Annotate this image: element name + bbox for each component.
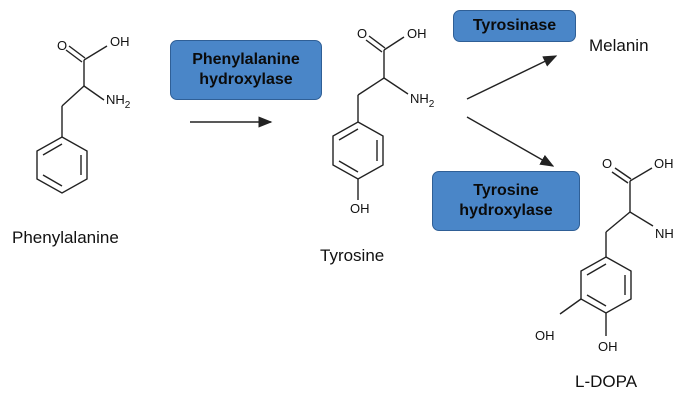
atom-label: NH2 (410, 91, 435, 110)
tyrosine-structure: O OH NH2 OH (332, 26, 435, 216)
bond (83, 45, 108, 61)
bond (614, 167, 632, 180)
bond (383, 77, 409, 95)
bond (611, 171, 629, 184)
bond (586, 294, 607, 307)
bond (338, 160, 359, 173)
bond (629, 167, 653, 182)
bond (42, 143, 63, 156)
l-dopa-structure: O OH NH OH OH (535, 156, 674, 354)
bond (42, 174, 63, 187)
benzene-ring (36, 136, 88, 194)
atom-label: OH (535, 328, 555, 343)
label-melanin: Melanin (589, 36, 649, 55)
atom-label: NH (655, 226, 674, 241)
phenylalanine-structure: O OH NH2 (36, 34, 131, 194)
atom-label: OH (654, 156, 674, 171)
bond (338, 128, 359, 141)
bond (383, 36, 405, 51)
atom-label: OH (110, 34, 130, 49)
atom-label: O (602, 156, 612, 171)
reaction-arrow-tyrosine-to-melanin (466, 55, 558, 100)
enzyme-phenylalanine-hydroxylase: Phenylalanine hydroxylase (170, 40, 322, 100)
label-l-dopa: L-DOPA (575, 372, 638, 391)
benzene-ring (580, 256, 632, 314)
bond (559, 298, 582, 315)
atom-label: OH (350, 201, 370, 216)
atom-label: O (357, 26, 367, 41)
atom-label: OH (407, 26, 427, 41)
enzyme-tyrosine-hydroxylase: Tyrosine hydroxylase (432, 171, 580, 231)
enzyme-tyrosinase: Tyrosinase (453, 10, 576, 42)
bond (61, 85, 85, 107)
label-tyrosine: Tyrosine (320, 246, 385, 265)
atom-label: O (57, 38, 67, 53)
bond (357, 77, 385, 96)
benzene-ring (332, 121, 384, 180)
bond (605, 211, 631, 233)
bond (83, 85, 105, 101)
bond (629, 211, 654, 227)
reaction-arrow-tyrosine-to-l-dopa (466, 116, 555, 167)
bond (68, 45, 86, 59)
bond (65, 49, 83, 63)
bond (365, 39, 383, 53)
bond (368, 35, 386, 49)
bond (586, 263, 607, 276)
atom-label: NH2 (106, 92, 131, 111)
label-phenylalanine: Phenylalanine (12, 228, 119, 247)
atom-label: OH (598, 339, 618, 354)
